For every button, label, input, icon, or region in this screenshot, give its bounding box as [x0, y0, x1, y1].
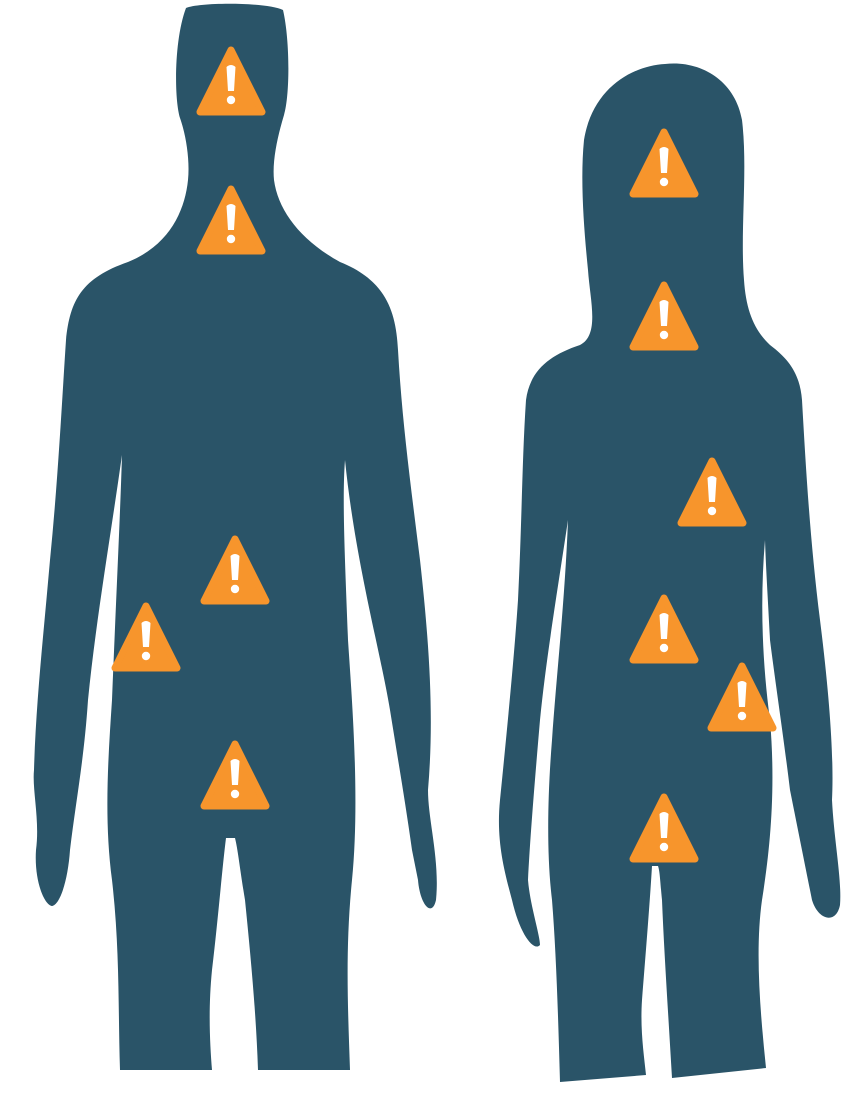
exclamation-bar: [660, 147, 669, 173]
exclamation-bar: [231, 554, 240, 580]
exclamation-dot: [660, 843, 668, 851]
exclamation-bar: [708, 476, 717, 502]
exclamation-dot: [660, 331, 668, 339]
exclamation-dot: [227, 96, 235, 104]
exclamation-bar: [142, 621, 151, 647]
exclamation-bar: [660, 300, 669, 326]
exclamation-bar: [227, 204, 236, 230]
exclamation-bar: [231, 759, 240, 785]
exclamation-dot: [231, 585, 239, 593]
exclamation-bar: [660, 812, 669, 838]
exclamation-dot: [660, 644, 668, 652]
exclamation-bar: [660, 613, 669, 639]
exclamation-bar: [227, 65, 236, 91]
exclamation-dot: [227, 235, 235, 243]
exclamation-dot: [660, 178, 668, 186]
female-silhouette: [499, 63, 840, 1082]
exclamation-dot: [738, 712, 746, 720]
exclamation-dot: [708, 507, 716, 515]
exclamation-bar: [738, 681, 747, 707]
exclamation-dot: [231, 790, 239, 798]
exclamation-dot: [142, 652, 150, 660]
